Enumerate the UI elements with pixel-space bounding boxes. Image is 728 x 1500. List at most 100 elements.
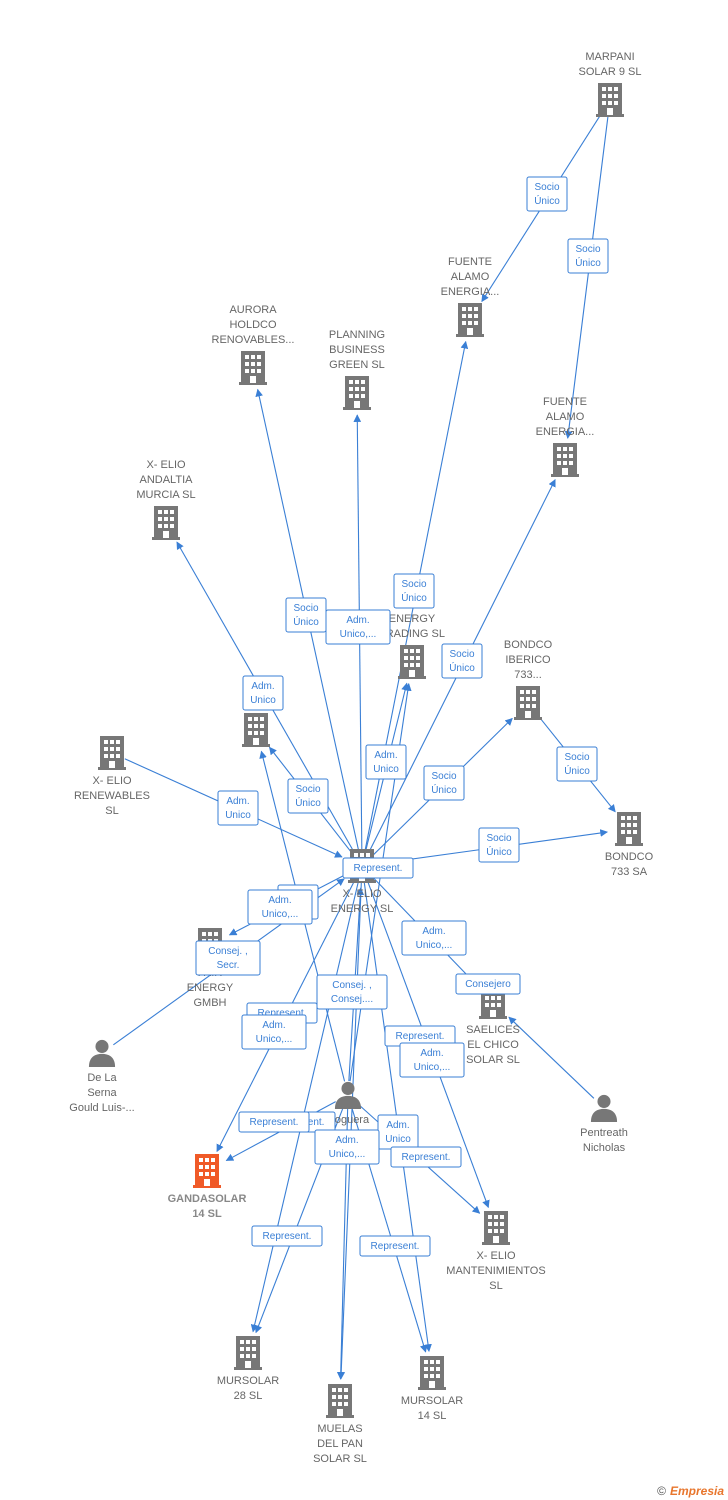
relation-badge[interactable]: Adm.Unico,... <box>325 609 391 645</box>
node-label: MURSOLAR <box>217 1375 279 1387</box>
relation-badge[interactable]: Adm.Unico,... <box>399 1042 465 1078</box>
node-label: MARPANI <box>585 51 634 63</box>
relation-badge[interactable]: Consej. ,Consej.... <box>316 974 388 1010</box>
brand-watermark: ©Empresia <box>657 1484 724 1498</box>
relation-badge-label: Socio <box>401 579 426 590</box>
relation-badge[interactable]: Adm.Unico <box>365 744 407 780</box>
node-label: GANDASOLAR <box>168 1193 247 1205</box>
relation-badge-label: Represent. <box>263 1231 312 1242</box>
relation-badge-label: Socio <box>431 771 456 782</box>
node-label: MANTENIMIENTOS <box>446 1265 545 1277</box>
relation-badge[interactable]: Adm.Unico <box>217 790 259 826</box>
person-icon <box>334 1081 362 1109</box>
node-aurora[interactable]: AURORAHOLDCORENOVABLES... <box>212 304 295 385</box>
node-label: SL <box>105 805 118 817</box>
relation-badge[interactable]: Adm.Unico,... <box>401 920 467 956</box>
relation-badge-label: Socio <box>534 182 559 193</box>
relation-badge-label: Consej. , <box>208 946 247 957</box>
person-icon <box>88 1039 116 1067</box>
building-icon <box>514 686 542 720</box>
node-label: BUSINESS <box>329 344 385 356</box>
node-fuente1[interactable]: FUENTEALAMOENERGIA... <box>441 256 500 337</box>
node-label: ALAMO <box>451 271 490 283</box>
relation-badge[interactable]: Represent. <box>359 1235 431 1257</box>
building-icon <box>239 351 267 385</box>
relation-badge[interactable]: Represent. <box>342 857 414 879</box>
relation-badge[interactable]: Adm.Unico,... <box>247 889 313 925</box>
node-label: PLANNING <box>329 329 385 341</box>
node-label: Nicholas <box>583 1142 626 1154</box>
badges-layer: SocioÚnicoSocioÚnicoSocioÚnicoSocioÚnico… <box>195 176 609 1257</box>
relation-badge[interactable]: Adm.Unico,... <box>314 1129 380 1165</box>
building-icon <box>343 376 371 410</box>
node-label: RENOVABLES... <box>212 334 295 346</box>
node-noguera[interactable]: Noguera <box>327 1081 370 1126</box>
node-label: SL <box>489 1280 502 1292</box>
relation-badge[interactable]: Adm.Unico,... <box>241 1014 307 1050</box>
node-label: 733... <box>514 669 542 681</box>
node-label: RENEWABLES <box>74 790 150 802</box>
node-label: ENERGY SL <box>331 903 394 915</box>
relation-badge-label: Represent. <box>402 1152 451 1163</box>
node-label: GREEN SL <box>329 359 385 371</box>
node-label: FUENTE <box>448 256 492 268</box>
building-icon <box>456 303 484 337</box>
building-icon <box>242 713 270 747</box>
building-icon <box>152 506 180 540</box>
building-icon <box>193 1154 221 1188</box>
relation-badge-label: Socio <box>295 784 320 795</box>
node-label: Noguera <box>327 1114 370 1126</box>
relation-badge-label: Unico <box>373 764 399 775</box>
relation-badge-label: Único <box>293 615 319 628</box>
copyright-symbol: © <box>657 1484 666 1498</box>
node-planning[interactable]: PLANNING BUSINESS GREEN SL <box>329 329 385 410</box>
node-label: BONDCO <box>605 851 654 863</box>
node-mantenimientos[interactable]: X- ELIO MANTENIMIENTOS SL <box>446 1211 546 1292</box>
node-label: ENERGY <box>389 613 436 625</box>
relation-badge-label: Socio <box>449 649 474 660</box>
node-label: X- ELIO <box>476 1250 516 1262</box>
relation-badge[interactable]: Represent. <box>238 1111 310 1133</box>
edge-pentreath-to-saelices <box>508 1016 595 1099</box>
relation-badge[interactable]: Consej. , Secr. <box>195 940 261 976</box>
relation-badge-label: Único <box>401 591 427 604</box>
node-label: ALAMO <box>546 411 585 423</box>
node-fuente2[interactable]: FUENTEALAMOENERGIA... <box>536 396 595 477</box>
relation-badge[interactable]: Consejero <box>455 973 521 995</box>
node-label: MURCIA SL <box>136 489 195 501</box>
relation-badge-label: Represent. <box>258 1008 307 1019</box>
relation-badge[interactable]: Adm.Unico <box>377 1114 419 1150</box>
relation-badge-label: Secr. <box>217 960 240 971</box>
building-icon <box>482 1211 510 1245</box>
node-label: DEL PAN <box>317 1438 363 1450</box>
relation-badge[interactable]: Adm.Unico <box>242 675 284 711</box>
relation-badge[interactable]: Represent. <box>251 1225 323 1247</box>
node-label: SOLAR SL <box>466 1054 520 1066</box>
relation-badge[interactable]: Represent. <box>390 1146 462 1168</box>
relation-badge-label: Adm. <box>262 1020 285 1031</box>
node-bondcoiberico[interactable]: BONDCOIBERICO733... <box>504 639 553 720</box>
